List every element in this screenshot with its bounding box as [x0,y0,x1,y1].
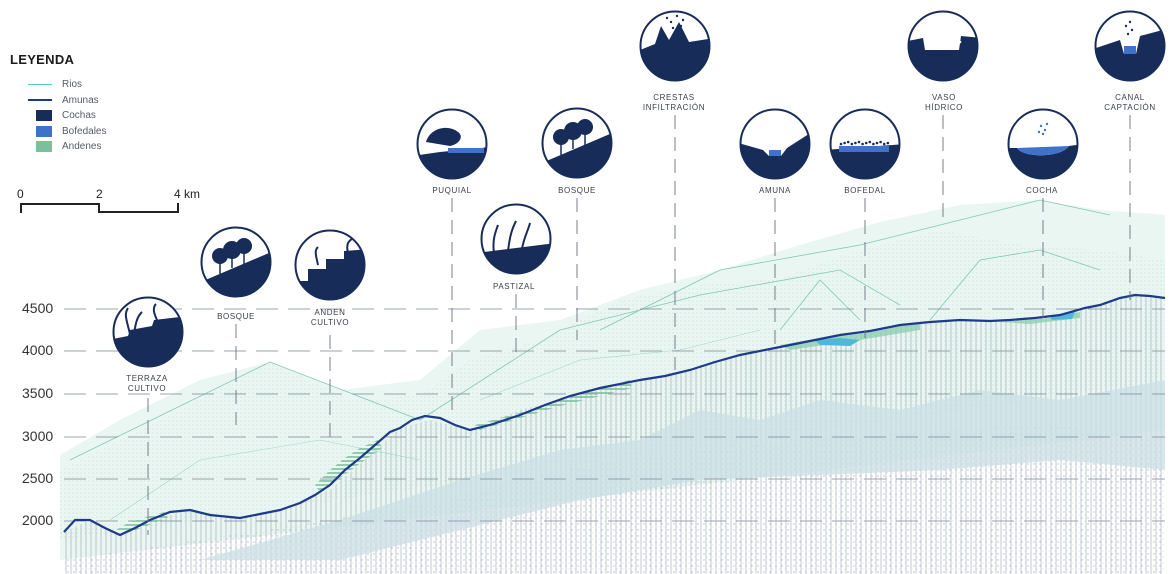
station-label-canal-captacion: CANAL CAPTACIÓN [1104,93,1156,112]
legend-title: LEYENDA [10,52,75,67]
legend-item: Rios [10,77,106,93]
station-connectors [147,115,1131,535]
spring-icon [416,108,488,180]
altitude-label: 2000 [22,512,54,528]
altitude-label: 2500 [22,470,54,486]
legend-label: Rios [62,79,83,91]
station-label-bosque-1: BOSQUE [217,312,255,321]
scale-label-2: 2 [96,187,103,201]
altitude-gridlines [64,308,1165,522]
station-label-anden-cultivo: ANDEN CULTIVO [310,308,350,327]
station-label-cocha: COCHA [1026,186,1058,195]
legend-swatch [36,110,52,122]
scale-label-4km: 4 km [174,187,201,201]
legend-label: Andenes [62,141,102,153]
altitude-label: 4000 [22,342,54,358]
ridge-infiltration-icon [639,10,711,82]
station-label-bofedal: BOFEDAL [844,186,886,195]
legend-label: Cochas [62,110,96,122]
legend-swatch [36,141,52,153]
trees-icon [541,107,613,179]
amuna-channel-icon [739,108,811,180]
scale-label-0: 0 [17,187,24,201]
legend-swatch [28,84,52,86]
legend-swatch [36,125,52,137]
altitude-label: 3500 [22,385,54,401]
station-label-amuna: AMUNA [759,186,791,195]
trees-icon [200,226,272,298]
legend-swatch [28,99,52,102]
legend-item: Amunas [10,93,106,109]
altitude-label: 4500 [22,300,54,316]
legend-item: Cochas [10,108,106,124]
lagoon-icon [1007,108,1079,180]
grassland-icon [480,203,552,275]
station-label-pastizal: PASTIZAL [493,282,535,291]
wetland-icon [829,108,901,180]
scale-bar: 0 2 4 km [17,187,220,217]
groundwater-layer [200,380,1165,560]
capture-channel-icon [1094,10,1166,82]
water-basin-icon [907,10,979,82]
terrain-profile-line [63,293,1166,537]
station-label-bosque-2: BOSQUE [558,186,596,195]
legend-item: Bofedales [10,124,106,140]
station-label-crestas-infiltracion: CRESTAS INFILTRACIÓN [642,93,706,112]
altitude-label: 3000 [22,428,54,444]
legend-label: Bofedales [62,125,107,137]
legend-item: Andenes [10,139,106,155]
terrace-steps-icon [294,229,366,301]
station-icons [112,10,1166,368]
station-label-vaso-hidrico: VASO HÍDRICO [925,93,963,112]
station-label-terraza-cultivo: TERRAZA CULTIVO [126,374,168,393]
terraced-plants-icon [112,296,184,368]
legend-label: Amunas [62,94,99,106]
station-label-puquial: PUQUIAL [432,186,472,195]
